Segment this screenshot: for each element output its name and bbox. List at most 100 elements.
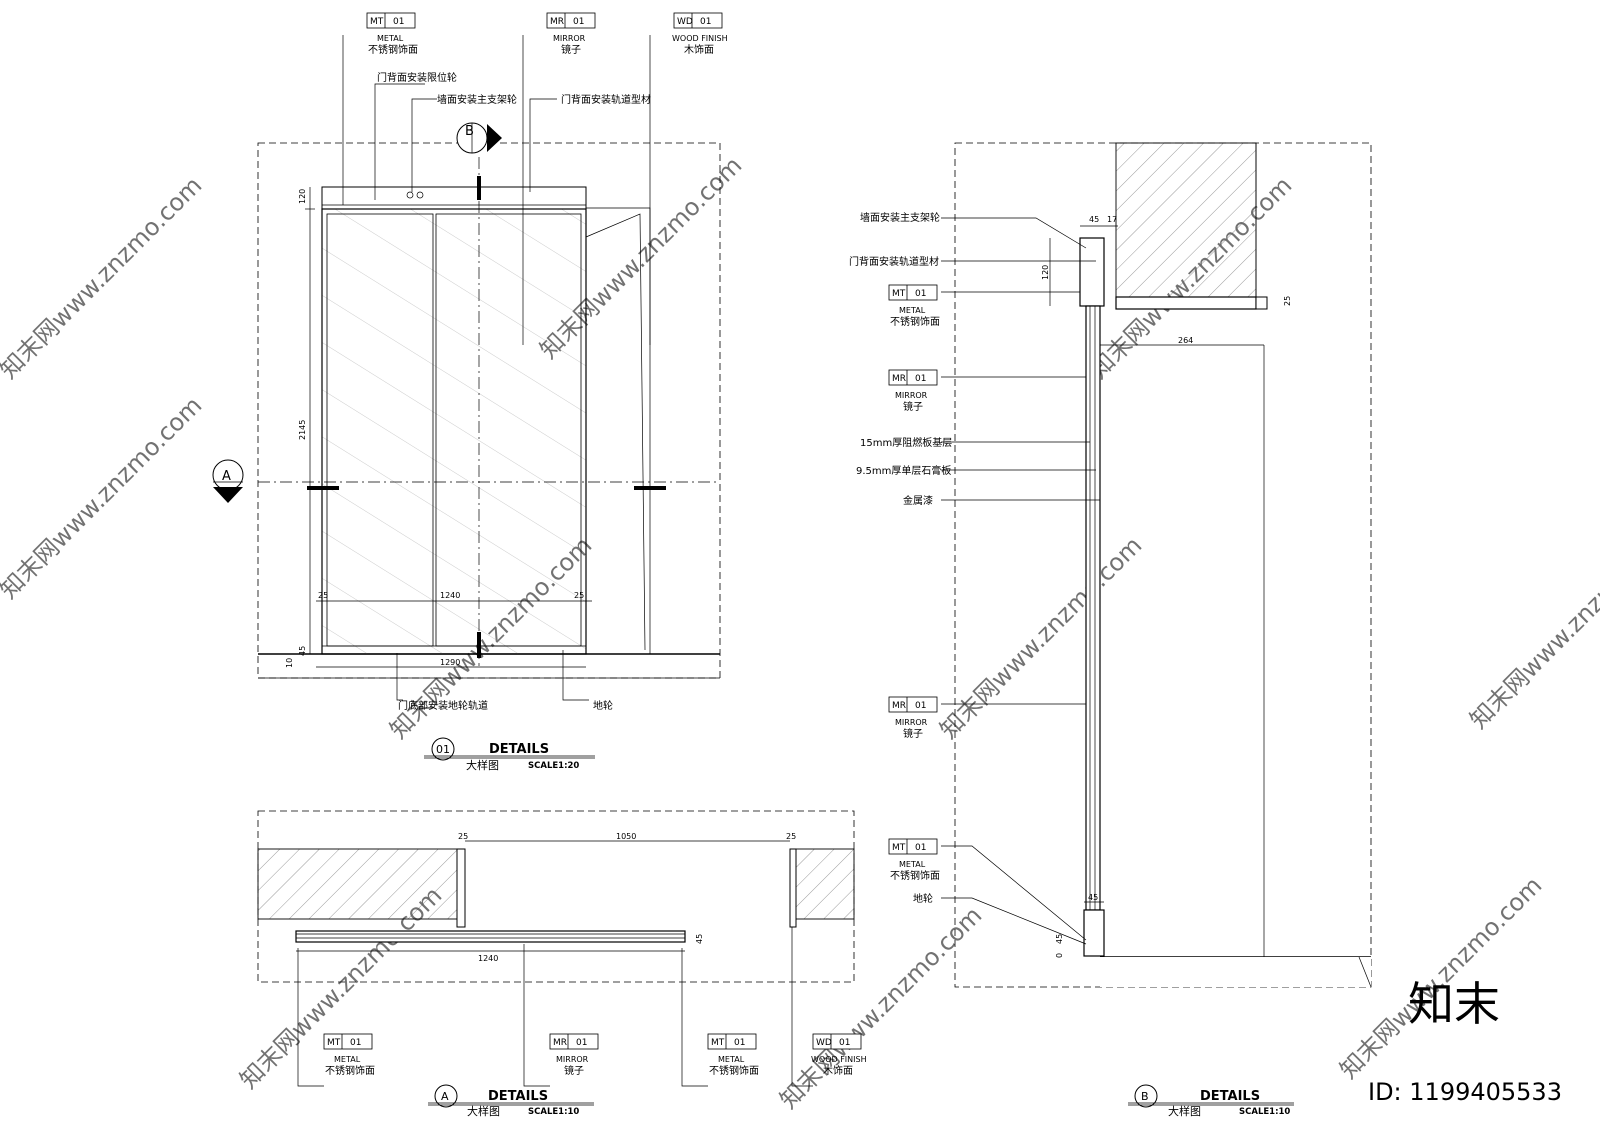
watermark-text: 知末网www.znzmo.com (934, 531, 1147, 744)
svg-text:45: 45 (1055, 934, 1064, 944)
svg-text:01: 01 (734, 1038, 745, 1048)
detail-title-a: A DETAILS 大样图 SCALE1:10 (428, 1084, 594, 1118)
svg-text:17: 17 (1107, 215, 1117, 224)
svg-text:1050: 1050 (616, 832, 636, 841)
material-tag-wd01: WD 01 WOOD FINISH 木饰面 (811, 1033, 867, 1077)
note-track-profile: 门背面安装轨道型材 (849, 255, 939, 268)
svg-text:2145: 2145 (298, 420, 307, 440)
material-tag-wd01: WD 01 WOOD FINISH 木饰面 (672, 12, 728, 56)
svg-text:DETAILS: DETAILS (489, 742, 549, 757)
watermark-text: 知末网www.znzmo.com (0, 171, 207, 384)
svg-text:WD: WD (677, 17, 693, 27)
svg-text:DETAILS: DETAILS (1200, 1089, 1260, 1104)
detail-title-01: 01 DETAILS 大样图 SCALE1:20 (424, 737, 595, 772)
svg-text:MR: MR (550, 17, 564, 27)
top-track (321, 186, 587, 210)
svg-text:SCALE1:10: SCALE1:10 (1239, 1107, 1290, 1117)
svg-text:不锈钢饰面: 不锈钢饰面 (890, 315, 940, 328)
detail-01-elevation: A B 120 2145 45 10 25 1240 25 1290 (212, 12, 728, 772)
svg-text:METAL: METAL (377, 34, 404, 43)
svg-text:不锈钢饰面: 不锈钢饰面 (325, 1064, 375, 1077)
svg-text:25: 25 (458, 832, 468, 841)
watermark-text: 知末网www.znzmo.com (1464, 521, 1600, 734)
svg-text:MIRROR: MIRROR (895, 718, 928, 727)
svg-text:A: A (441, 1090, 449, 1103)
svg-text:大样图: 大样图 (466, 758, 499, 772)
svg-text:0: 0 (1055, 953, 1064, 958)
detail-frame (257, 810, 855, 983)
svg-text:MT: MT (892, 843, 906, 853)
svg-text:A: A (222, 469, 231, 484)
svg-text:01: 01 (915, 374, 926, 384)
svg-text:B: B (1141, 1090, 1149, 1103)
svg-text:不锈钢饰面: 不锈钢饰面 (368, 43, 418, 56)
svg-text:01: 01 (915, 701, 926, 711)
svg-text:01: 01 (573, 17, 584, 27)
material-tag-mt01: MT 01 METAL 不锈钢饰面 (888, 838, 940, 882)
material-tag-mr01: MR 01 MIRROR 镜子 (888, 369, 938, 413)
svg-text:METAL: METAL (334, 1055, 361, 1064)
detail-b-section: 45 17 120 25 264 45 45 0 墙面安装主支架轮 门背面安装轨… (849, 142, 1372, 1118)
note-bottom-track: 门底部安装地轮轨道 (398, 699, 488, 712)
svg-text:MT: MT (370, 17, 384, 27)
svg-text:45: 45 (1088, 893, 1098, 902)
bottom-wheel-section (1083, 909, 1105, 957)
svg-text:45: 45 (1089, 215, 1099, 224)
svg-text:木饰面: 木饰面 (684, 43, 714, 56)
door-leaf (321, 208, 587, 655)
svg-text:MIRROR: MIRROR (556, 1055, 589, 1064)
svg-text:25: 25 (1283, 296, 1292, 306)
watermark-text: 知末网www.znzmo.com (774, 901, 987, 1114)
svg-text:WOOD FINISH: WOOD FINISH (672, 34, 728, 43)
door-section (1085, 305, 1101, 911)
wall-section-top (1115, 142, 1257, 298)
svg-text:镜子: 镜子 (903, 727, 923, 740)
material-tag-mt01: MT 01 METAL 不锈钢饰面 (888, 284, 940, 328)
svg-text:25: 25 (786, 832, 796, 841)
svg-text:MR: MR (553, 1038, 567, 1048)
svg-text:MR: MR (892, 374, 906, 384)
svg-text:大样图: 大样图 (1168, 1104, 1201, 1118)
watermark-logo: 知末 (1408, 977, 1500, 1031)
section-marker-a: A (212, 459, 244, 503)
svg-text:镜子: 镜子 (564, 1064, 584, 1077)
svg-text:MR: MR (892, 701, 906, 711)
svg-text:45: 45 (298, 646, 307, 656)
note-gypsum: 9.5mm厚单层石膏板 (856, 464, 951, 477)
svg-text:01: 01 (576, 1038, 587, 1048)
svg-text:01: 01 (393, 17, 404, 27)
section-marker-b: B (456, 122, 502, 154)
svg-text:B: B (465, 124, 474, 139)
svg-text:01: 01 (915, 843, 926, 853)
material-tag-mt01: MT 01 METAL 不锈钢饰面 (366, 12, 418, 56)
svg-text:不锈钢饰面: 不锈钢饰面 (890, 869, 940, 882)
material-tag-mr01: MR 01 MIRROR 镜子 (546, 12, 596, 56)
svg-text:01: 01 (350, 1038, 361, 1048)
note-metal-paint: 金属漆 (903, 494, 933, 507)
watermark-id: ID: 1199405533 (1368, 1078, 1562, 1106)
svg-text:SCALE1:10: SCALE1:10 (528, 1107, 579, 1117)
svg-text:WD: WD (816, 1038, 832, 1048)
detail-a-plan: 25 1050 25 1240 45 MT 01 METAL 不锈钢饰面 MR … (257, 810, 867, 1118)
svg-text:SCALE1:20: SCALE1:20 (528, 761, 579, 771)
svg-text:镜子: 镜子 (561, 43, 581, 56)
svg-text:120: 120 (298, 189, 307, 204)
watermark-text: 知末网www.znzmo.com (0, 391, 207, 604)
note-main-wheel: 墙面安装主支架轮 (437, 93, 517, 106)
svg-text:1240: 1240 (440, 591, 460, 600)
svg-text:METAL: METAL (899, 860, 926, 869)
material-tag-mt01: MT 01 METAL 不锈钢饰面 (707, 1033, 759, 1077)
svg-text:MT: MT (711, 1038, 725, 1048)
material-tag-mr01: MR 01 MIRROR 镜子 (888, 696, 938, 740)
material-tag-mr01: MR 01 MIRROR 镜子 (549, 1033, 599, 1077)
svg-text:1240: 1240 (478, 954, 498, 963)
note-limit-wheel: 门背面安装限位轮 (377, 71, 457, 84)
svg-text:METAL: METAL (718, 1055, 745, 1064)
svg-text:DETAILS: DETAILS (488, 1089, 548, 1104)
material-tag-mt01: MT 01 METAL 不锈钢饰面 (323, 1033, 375, 1077)
svg-text:01: 01 (839, 1038, 850, 1048)
svg-text:MT: MT (892, 289, 906, 299)
svg-text:大样图: 大样图 (467, 1104, 500, 1118)
svg-text:MT: MT (327, 1038, 341, 1048)
